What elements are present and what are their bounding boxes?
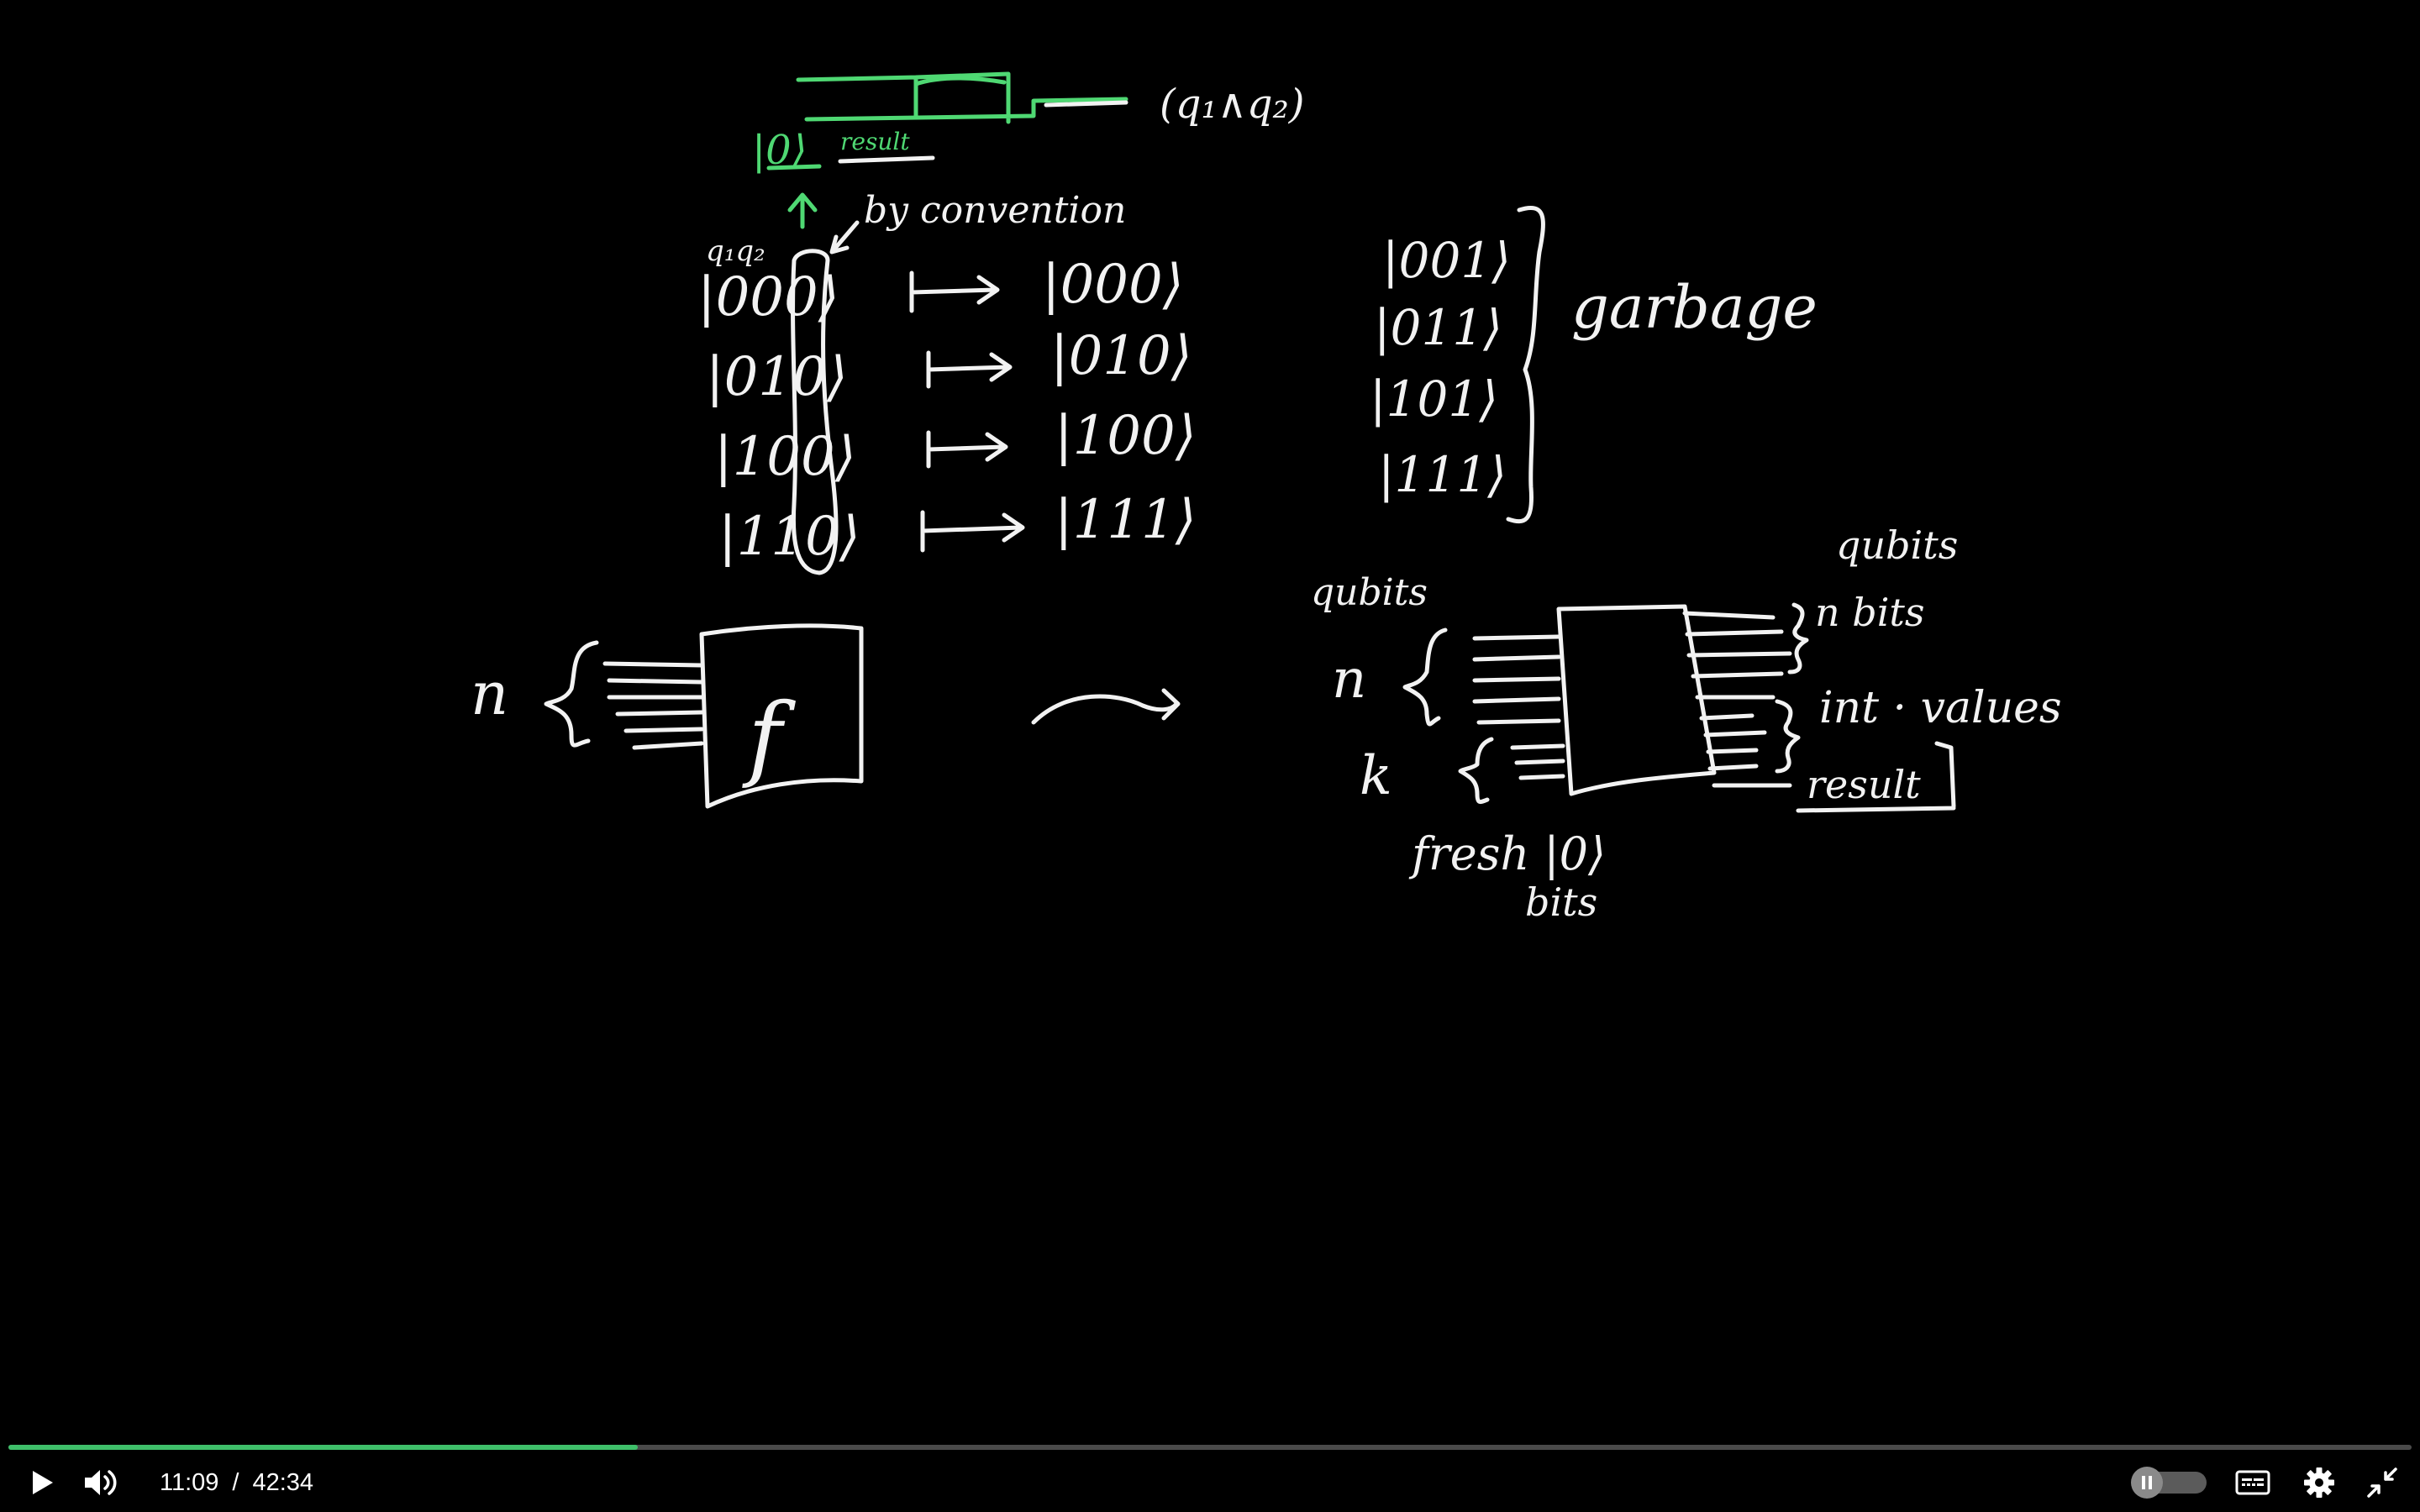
qubit-column-loop xyxy=(791,249,839,575)
garbage-ket-4: |111⟩ xyxy=(1378,446,1507,503)
volume-button[interactable] xyxy=(79,1457,124,1508)
exit-fullscreen-icon xyxy=(2367,1467,2397,1498)
reversible-circuit: qubits n k qubits n bits int · values re… xyxy=(1311,522,2062,925)
green-result-label: result xyxy=(840,128,910,155)
duration: 42:34 xyxy=(252,1468,314,1496)
fresh-bits-label: fresh |0⟩ xyxy=(1408,827,1606,880)
ket-row-1-left: |000⟩ xyxy=(697,266,839,328)
green-ket-label: |0⟩ xyxy=(752,127,807,174)
int-values-label: int · values xyxy=(1819,683,2062,733)
ket-row-4-left: |110⟩ xyxy=(718,506,860,568)
f-label: f xyxy=(742,683,796,790)
autoplay-toggle-knob xyxy=(2131,1467,2163,1499)
whiteboard-drawing: |0⟩ result (q₁∧q₂) by convention q₁q₂ |0… xyxy=(471,71,2062,925)
settings-button[interactable] xyxy=(2297,1457,2341,1508)
captions-button[interactable] xyxy=(2230,1457,2275,1508)
function-box-f: n f xyxy=(471,623,864,809)
video-frame[interactable]: |0⟩ result (q₁∧q₂) by convention q₁q₂ |0… xyxy=(0,0,2420,1428)
ket-row-1-right: |000⟩ xyxy=(1042,254,1184,316)
and-label: (q₁∧q₂) xyxy=(1160,81,1305,128)
garbage-ket-3: |101⟩ xyxy=(1370,370,1498,428)
green-circuit-fragment: |0⟩ result xyxy=(752,71,1128,229)
current-time: 11:09 xyxy=(160,1468,219,1496)
result-label: result xyxy=(1807,762,1921,807)
by-convention-label: by convention xyxy=(864,189,1126,232)
ket-row-4-right: |111⟩ xyxy=(1055,489,1197,551)
pause-toggle-icon xyxy=(2142,1476,2152,1489)
exit-fullscreen-button[interactable] xyxy=(2361,1457,2403,1508)
garbage-kets: |001⟩ |011⟩ |101⟩ |111⟩ garbage xyxy=(1370,206,1818,524)
control-bar: 11:09 / 42:34 xyxy=(0,1457,2420,1508)
ket-row-3-right: |100⟩ xyxy=(1055,405,1197,467)
qubits-label-left: qubits xyxy=(1311,571,1428,614)
play-icon xyxy=(33,1471,53,1494)
garbage-ket-2: |011⟩ xyxy=(1374,299,1502,356)
n-label-left: n xyxy=(471,659,508,728)
gear-icon xyxy=(2304,1467,2334,1498)
qubits-label-right: qubits xyxy=(1836,522,1958,568)
captions-icon xyxy=(2235,1470,2270,1495)
garbage-ket-1: |001⟩ xyxy=(1382,232,1511,289)
garbage-label: garbage xyxy=(1571,273,1818,342)
q1q2-label: q₁q₂ xyxy=(706,234,765,268)
volume-icon xyxy=(85,1470,117,1495)
autoplay-toggle[interactable] xyxy=(2131,1467,2207,1499)
time-display: 11:09 / 42:34 xyxy=(160,1457,313,1508)
time-separator: / xyxy=(232,1468,239,1496)
mapping-arrows xyxy=(909,270,1025,553)
fresh-bits-label-2: bits xyxy=(1525,879,1597,925)
n-label-right: n xyxy=(1332,648,1366,711)
play-button[interactable] xyxy=(20,1457,64,1508)
n-bits-label: n bits xyxy=(1815,590,1925,635)
seek-bar-progress xyxy=(8,1445,639,1450)
k-label: k xyxy=(1360,745,1392,807)
ket-row-2-right: |010⟩ xyxy=(1050,325,1192,387)
transform-arrow xyxy=(1031,688,1181,725)
output-kets: |000⟩ |010⟩ |100⟩ |111⟩ xyxy=(1042,254,1197,551)
garbage-brace xyxy=(1506,206,1545,524)
seek-bar[interactable] xyxy=(8,1445,2412,1450)
